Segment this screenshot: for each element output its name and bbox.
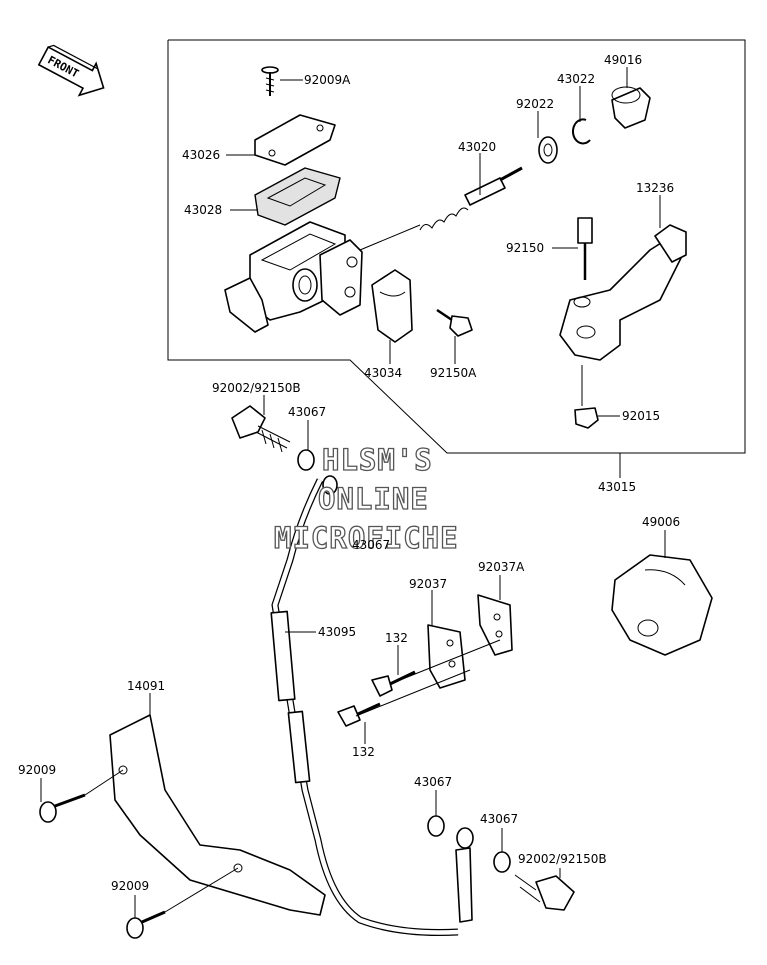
label-13236: 13236 <box>636 181 674 195</box>
label-43067-d: 43067 <box>480 812 518 826</box>
label-43067-c: 43067 <box>414 775 452 789</box>
washer-43067-c <box>427 815 445 837</box>
label-49016: 49016 <box>604 53 642 67</box>
label-43015: 43015 <box>598 480 636 494</box>
nut-92015 <box>574 407 599 429</box>
label-43095: 43095 <box>318 625 356 639</box>
washer-43067-d <box>493 851 511 873</box>
part-labels: 92009A 43026 43028 43020 92022 43022 490… <box>18 53 680 893</box>
label-43028: 43028 <box>184 203 222 217</box>
switch-housing <box>611 554 713 656</box>
watermark-line-3: MICROFICHE <box>274 521 459 555</box>
banjo-bolt-top <box>231 405 291 453</box>
label-43022: 43022 <box>557 72 595 86</box>
bolt-92150a <box>436 308 473 337</box>
watermark-line-1: HLSM'S <box>322 443 433 477</box>
label-14091: 14091 <box>127 679 165 693</box>
label-92002-bottom: 92002/92150B <box>518 852 607 866</box>
brake-hose <box>270 478 474 936</box>
leader-lines <box>40 67 666 918</box>
handlebar-clamp <box>371 269 413 343</box>
label-92002-top: 92002/92150B <box>212 381 301 395</box>
bracket-92037 <box>427 624 466 689</box>
front-arrow-icon: FRONT <box>37 44 105 97</box>
label-43067-b: 43067 <box>352 538 390 552</box>
assembly-outline <box>167 39 746 454</box>
label-92037: 92037 <box>409 577 447 591</box>
screw-92009-a <box>39 769 124 823</box>
label-43020: 43020 <box>458 140 496 154</box>
pivot-bolt <box>577 217 593 280</box>
label-92009-a: 92009 <box>18 763 56 777</box>
bolt-132-b <box>337 702 381 727</box>
bracket-92037a <box>477 594 513 656</box>
label-92015: 92015 <box>622 409 660 423</box>
label-92037a: 92037A <box>478 560 525 574</box>
label-92150: 92150 <box>506 241 544 255</box>
label-132-a: 132 <box>385 631 408 645</box>
circlip <box>571 118 591 145</box>
label-92022: 92022 <box>516 97 554 111</box>
master-cylinder-body <box>224 221 363 333</box>
label-92150a: 92150A <box>430 366 477 380</box>
hand-guard <box>109 714 326 916</box>
piston-spring <box>359 166 523 251</box>
label-132-b: 132 <box>352 745 375 759</box>
label-43026: 43026 <box>182 148 220 162</box>
dust-boot <box>611 87 651 129</box>
washer-43067-a <box>297 449 315 471</box>
watermark-line-2: ONLINE <box>318 482 429 516</box>
washer-92022 <box>538 136 558 164</box>
bolt-132-a <box>371 670 416 697</box>
diaphragm <box>254 167 341 226</box>
reservoir-cap <box>254 114 336 166</box>
brake-lever <box>559 224 687 361</box>
label-43067-a: 43067 <box>288 405 326 419</box>
label-49006: 49006 <box>642 515 680 529</box>
label-92009a: 92009A <box>304 73 351 87</box>
watermark: HLSM'S ONLINE MICROFICHE <box>273 442 459 555</box>
label-43034: 43034 <box>364 366 402 380</box>
banjo-bolt-bottom <box>514 874 575 911</box>
screw-92009a <box>261 66 279 96</box>
label-92009-b: 92009 <box>111 879 149 893</box>
